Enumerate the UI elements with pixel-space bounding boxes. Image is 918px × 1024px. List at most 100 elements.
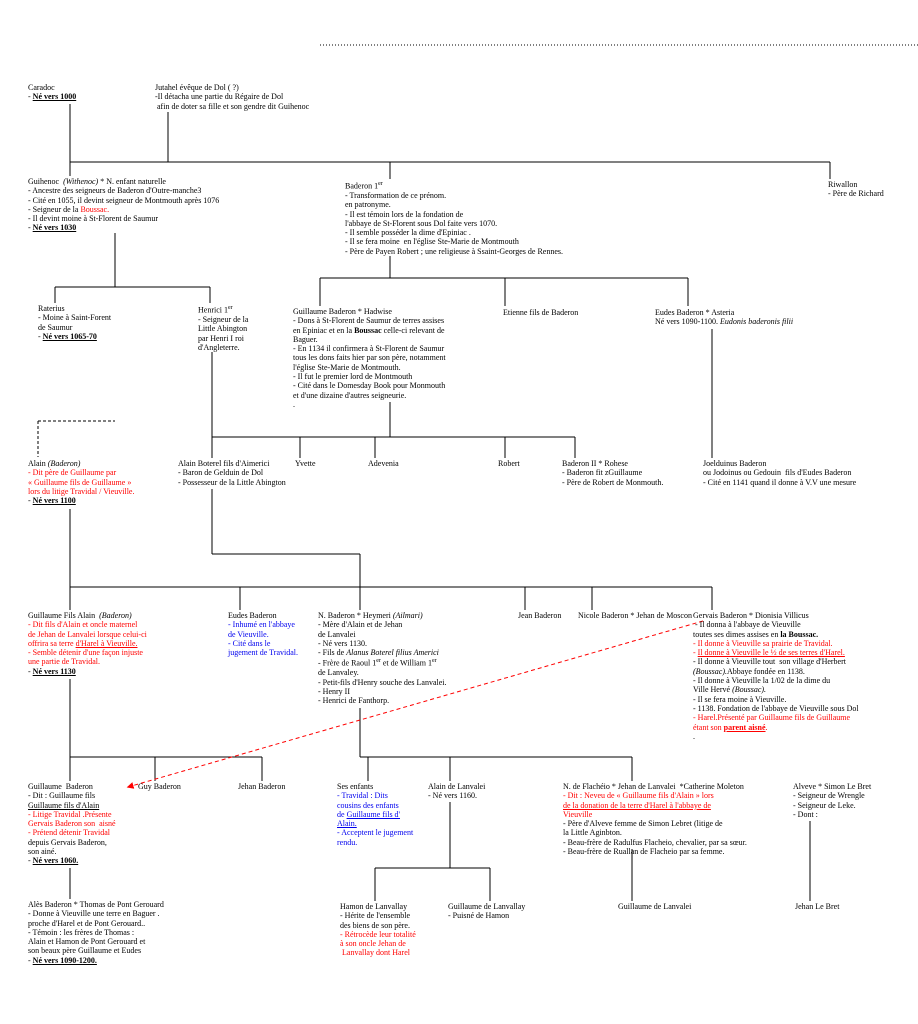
person-detail: afin de doter sa fille et son gendre dit… bbox=[155, 101, 310, 111]
person-node-alain-baderon: Alain (Baderon)- Dit père de Guillaume p… bbox=[28, 459, 134, 505]
person-node-hamon-de-lanvallay: Hamon de Lanvallay- Hérite de l'ensemble… bbox=[340, 902, 416, 958]
uncertain-link-dashed-lines bbox=[37, 420, 115, 457]
person-detail: la Little Aginbton. bbox=[563, 828, 622, 838]
person-detail: Né vers 1090-1100. Eudonis baderonis fil… bbox=[655, 317, 794, 327]
person-name: Baderon II * Rohese bbox=[562, 459, 628, 468]
person-name: Alès Baderon * Thomas de Pont Gerouard bbox=[28, 900, 164, 909]
person-detail: - Il fut le premier lord de Montmouth bbox=[293, 372, 413, 382]
person-detail: - Seigneur de Leke. bbox=[793, 800, 856, 810]
person-detail: offrira sa terre d'Harel à Vieuville. bbox=[28, 638, 138, 648]
person-detail: Baguer. bbox=[293, 334, 318, 344]
person-detail: une partie de Travidal. bbox=[28, 657, 100, 667]
person-node-guy-baderon: Guy Baderon bbox=[138, 782, 181, 791]
person-node-robert: Robert bbox=[498, 459, 520, 468]
person-detail: - En 1134 il confirmera à St-Florent de … bbox=[293, 344, 445, 354]
person-node-ales-baderon: Alès Baderon * Thomas de Pont Gerouard- … bbox=[28, 900, 164, 965]
person-detail: - Il donne à Vieuville la 1/02 de la dim… bbox=[693, 676, 831, 686]
person-detail: (Boussac).Abbaye fondée en 1138. bbox=[693, 666, 805, 676]
person-detail: - Témoin : les frères de Thomas : bbox=[28, 927, 135, 937]
person-detail: - Henry II bbox=[318, 687, 350, 697]
person-detail: - Cité en 1141 quand il donne à V.V une … bbox=[703, 477, 857, 487]
person-detail: de Vieuville. bbox=[228, 629, 269, 639]
person-name: Guihenoc (Withenoc) * N. enfant naturell… bbox=[28, 177, 166, 186]
person-name: Hamon de Lanvallay bbox=[340, 902, 408, 911]
person-detail: - Il semble posséder la dime d'Epiniac . bbox=[345, 228, 471, 238]
person-name: N. de Flachéio * Jehan de Lanvalei *Cath… bbox=[563, 782, 744, 791]
person-node-guihenoc: Guihenoc (Withenoc) * N. enfant naturell… bbox=[28, 177, 219, 233]
person-node-jehan-baderon: Jehan Baderon bbox=[238, 782, 285, 791]
person-detail: - Né vers 1130 bbox=[28, 666, 76, 676]
person-detail: Lanvallay dont Harel bbox=[340, 948, 410, 958]
person-node-alveve-simon-le-bret: Alveve * Simon Le Bret- Seigneur de Wren… bbox=[793, 782, 871, 819]
person-name: Guillaume de Lanvallay bbox=[448, 902, 526, 911]
person-detail: cousins des enfants bbox=[337, 800, 399, 810]
person-detail: - Il donne à Vieuville le ½ de ses terre… bbox=[693, 648, 845, 658]
person-name: Alain de Lanvalei bbox=[428, 782, 486, 791]
person-name: Nicole Baderon * Jehan de Moscon bbox=[578, 611, 692, 620]
person-name: Alveve * Simon Le Bret bbox=[793, 782, 872, 791]
person-detail: - Né vers 1060. bbox=[28, 856, 79, 866]
person-detail: - Il est témoin lors de la fondation de bbox=[345, 209, 464, 219]
person-node-guillaume-hadwise: Guillaume Baderon * Hadwise- Dons à St-F… bbox=[293, 307, 446, 409]
person-name: Eudes Baderon * Asteria bbox=[655, 308, 735, 317]
person-detail: - Donne à Vieuville une terre en Baguer … bbox=[28, 909, 160, 919]
person-detail: proche d'Harel et de Pont Gerouard.. bbox=[28, 918, 146, 928]
person-detail: - Puisné de Hamon bbox=[448, 911, 510, 921]
person-detail: - Seigneur de Wrengle bbox=[793, 791, 865, 801]
person-node-caradoc: Caradoc- Né vers 1000 bbox=[28, 83, 76, 102]
person-node-jehan-le-bret: Jehan Le Bret bbox=[795, 902, 839, 911]
person-detail: - Né vers 1130. bbox=[318, 638, 368, 648]
person-node-adevenia: Adevenia bbox=[368, 459, 399, 468]
person-detail: - Né vers 1030 bbox=[28, 223, 77, 233]
person-node-gervais-baderon: Gervais Baderon * Dionisia Villicus - Il… bbox=[693, 611, 859, 741]
person-detail: - Travidal : Dits bbox=[337, 791, 388, 801]
person-detail: tous les dons faits hier par son père, n… bbox=[293, 353, 446, 363]
person-detail: - Père de Robert de Monmouth. bbox=[562, 477, 664, 487]
person-detail: - Semble détenir d'une façon injuste bbox=[28, 648, 143, 658]
person-name: Etienne fils de Baderon bbox=[503, 308, 579, 317]
person-detail: . bbox=[693, 731, 695, 741]
person-node-etienne: Etienne fils de Baderon bbox=[503, 308, 578, 317]
person-node-jutahel: Jutahel évêque de Dol ( ?)-Il détacha un… bbox=[155, 83, 309, 111]
person-detail: Little Abington bbox=[198, 324, 248, 334]
person-node-guillaume-de-lanvalei-7: Guillaume de Lanvalei bbox=[618, 902, 691, 911]
person-node-riwallon: Riwallon- Père de Richard bbox=[828, 180, 884, 199]
person-detail: l'église Ste-Marie de Montmouth. bbox=[293, 362, 401, 372]
person-detail: de Jehan de Lanvalei lorsque celui-ci bbox=[28, 629, 147, 639]
person-node-baderon-2: Baderon II * Rohese- Baderon fit zGuilla… bbox=[562, 459, 663, 487]
litige-relationship-arrow bbox=[126, 620, 704, 789]
person-detail: - Dit : Neveu de « Guillaume fils d'Alai… bbox=[563, 791, 714, 801]
person-detail: rendu. bbox=[337, 837, 358, 847]
person-name: Alain (Baderon) bbox=[28, 459, 81, 468]
person-detail: par Henri I roi bbox=[198, 333, 244, 343]
person-detail: « Guillaume fils de Guillaume » bbox=[28, 477, 132, 487]
person-detail: ou Jodoinus ou Gedouin fils d'Eudes Bade… bbox=[703, 468, 852, 478]
person-detail: - Dont : bbox=[793, 809, 818, 819]
solid-descent-lines bbox=[54, 104, 831, 901]
person-detail: - Seigneur de la Boussac. bbox=[28, 204, 110, 214]
person-detail: en Epiniac et en la Boussac celle-ci rel… bbox=[293, 325, 445, 335]
person-detail: - Père de Richard bbox=[828, 189, 884, 199]
person-name: Baderon 1er bbox=[345, 181, 383, 191]
person-node-guillaume-de-lanvallay: Guillaume de Lanvallay- Puisné de Hamon bbox=[448, 902, 525, 921]
person-name: Robert bbox=[498, 459, 520, 468]
person-node-baderon-1er: Baderon 1er- Transformation de ce prénom… bbox=[345, 180, 563, 256]
person-detail: - Hérite de l'ensemble bbox=[340, 911, 411, 921]
person-name: Jean Baderon bbox=[518, 611, 562, 620]
person-detail: à son oncle Jehan de bbox=[340, 939, 406, 949]
person-detail: - Fils de Alanus Boterel filius Americi bbox=[318, 648, 439, 658]
person-node-guillaume-fils-alain: Guillaume Fils Alain (Baderon)- Dit fils… bbox=[28, 611, 147, 676]
person-name: Jehan Le Bret bbox=[795, 902, 840, 911]
person-detail: étant son parent aisné. bbox=[693, 722, 768, 732]
person-detail: Vieuville bbox=[563, 809, 593, 819]
person-detail: - Né vers 1160. bbox=[428, 791, 478, 801]
person-detail: - Moine à Saint-Forent bbox=[38, 313, 112, 323]
person-detail: de Lanvaley. bbox=[318, 668, 359, 678]
litige-arrow bbox=[126, 620, 704, 789]
person-detail: Ville Hervé (Boussac). bbox=[693, 685, 767, 695]
